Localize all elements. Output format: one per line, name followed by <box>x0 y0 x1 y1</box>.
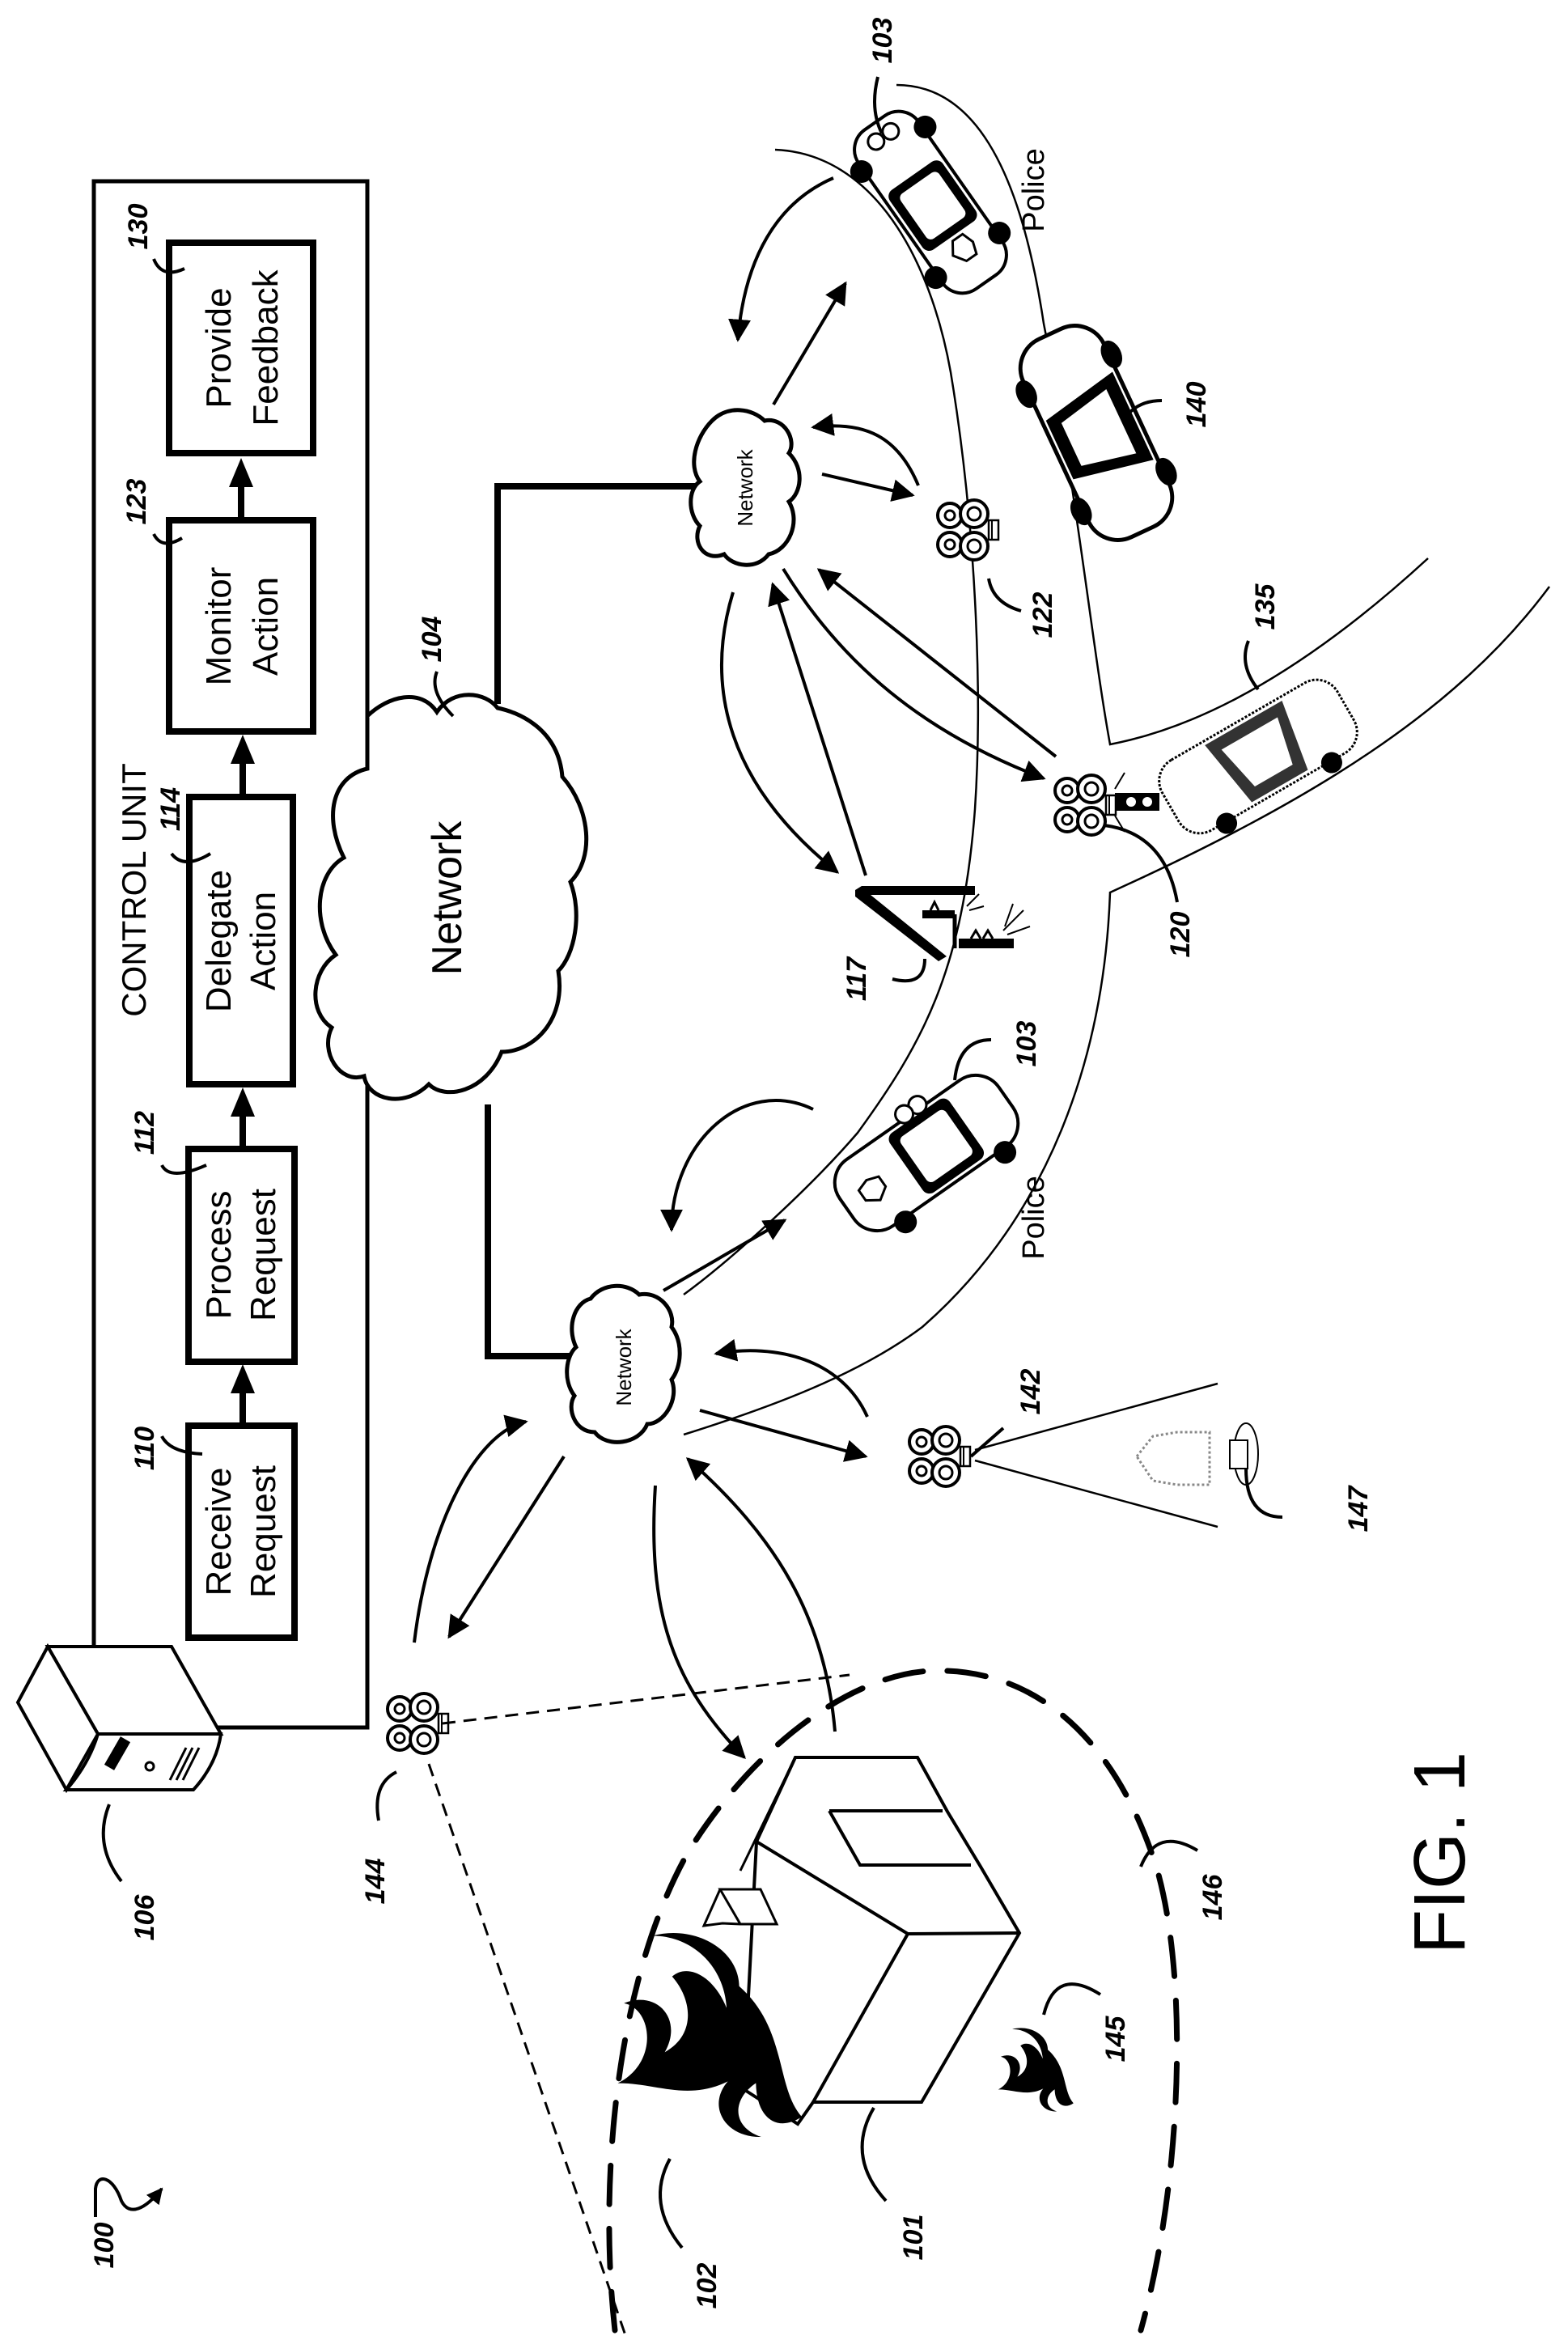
leader-line <box>1246 1469 1282 1517</box>
ref-label-fire-small: 145 <box>1100 2016 1131 2062</box>
step-line1: Delegate <box>199 870 239 1012</box>
ref-label-police-top: 103 <box>867 18 898 64</box>
vehicle-140 <box>999 310 1194 556</box>
control-unit-label: CONTROL UNIT <box>115 763 153 1016</box>
ref-label-police-bottom: 103 <box>1011 1021 1042 1067</box>
sight-line <box>443 1675 850 1723</box>
police-car-bottom <box>816 1053 1038 1254</box>
step-line2: Action <box>244 892 283 990</box>
ref-label-fire-main: 102 <box>692 2263 723 2309</box>
network-cloud-lower: Network <box>567 1286 680 1442</box>
step-receive-request: Receive Request 110 <box>129 1426 295 1638</box>
ref-label-drone-120: 120 <box>1165 912 1196 958</box>
ref-label: 112 <box>129 1111 160 1155</box>
server <box>18 1647 367 1790</box>
step-line1: Monitor <box>199 567 239 686</box>
drone-144 <box>388 1694 448 1753</box>
step-provide-feedback: Provide Feedback 130 <box>123 204 313 453</box>
leader-line <box>104 1804 121 1881</box>
step-delegate-action: Delegate Action 114 <box>155 787 293 1084</box>
step-line2: Feedback <box>246 269 286 426</box>
leader-line <box>1044 1984 1100 2015</box>
network-label: Network <box>733 448 757 526</box>
step-line1: Process <box>199 1191 239 1320</box>
leader-line <box>1245 641 1258 689</box>
ref-label: 130 <box>123 204 154 250</box>
sight-line <box>429 1764 627 2340</box>
fire-station <box>855 886 1030 961</box>
drone-122 <box>938 500 998 560</box>
ref-label-hydrant: 147 <box>1343 1485 1374 1532</box>
network-label: Network <box>612 1328 636 1405</box>
network-cloud-main: Network <box>316 695 587 1099</box>
step-monitor-action: Monitor Action 123 <box>121 479 313 731</box>
ref-label: 114 <box>155 787 186 831</box>
traffic-light-icon <box>1115 773 1159 832</box>
roads <box>684 85 1549 1435</box>
ref-label-vehicle-135: 135 <box>1250 583 1281 630</box>
leader-line <box>892 959 925 981</box>
leader-line <box>660 2159 682 2248</box>
fire-small <box>984 2019 1074 2125</box>
connection-upper <box>498 486 700 704</box>
drone-142 <box>909 1426 970 1486</box>
leader-line <box>377 1772 396 1821</box>
road-label-bottom: Police <box>1017 1176 1051 1260</box>
ref-label-system: 100 <box>89 2223 120 2269</box>
ref-label: 110 <box>129 1426 160 1470</box>
fire-hydrant <box>1137 1423 1258 1485</box>
ref-label-perimeter: 146 <box>1197 1874 1228 1921</box>
ref-label-vehicle-140: 140 <box>1181 382 1212 428</box>
connection-lower <box>488 1104 576 1356</box>
figure-title: FIG. 1 <box>1400 1752 1481 1954</box>
ref-label-server: 106 <box>129 1894 160 1941</box>
step-line2: Request <box>244 1189 283 1321</box>
ref-label-drone-122: 122 <box>1028 592 1058 638</box>
police-car-top <box>833 94 1027 311</box>
step-line2: Action <box>246 577 286 676</box>
step-process-request: Process Request 112 <box>129 1111 295 1362</box>
vehicle-135 <box>1151 671 1372 853</box>
road-label-top: Police <box>1017 148 1051 232</box>
ref-label-drone-144: 144 <box>360 1859 391 1905</box>
network-cloud-upper: Network <box>691 410 799 565</box>
ref-label-drone-142: 142 <box>1015 1369 1046 1415</box>
leader-line <box>862 2108 886 2201</box>
system-ref-arrow <box>95 2179 162 2217</box>
ref-label-network: 104 <box>417 617 447 663</box>
ref-label-building: 101 <box>898 2215 929 2261</box>
leader-line <box>971 1428 1003 1456</box>
step-line1: Provide <box>199 287 239 408</box>
step-line2: Request <box>244 1465 283 1598</box>
step-line1: Receive <box>199 1468 239 1596</box>
ref-label: 123 <box>121 479 152 525</box>
network-label: Network <box>424 820 471 976</box>
ref-label-fire-station: 117 <box>841 956 872 1001</box>
leader-line <box>989 579 1021 611</box>
